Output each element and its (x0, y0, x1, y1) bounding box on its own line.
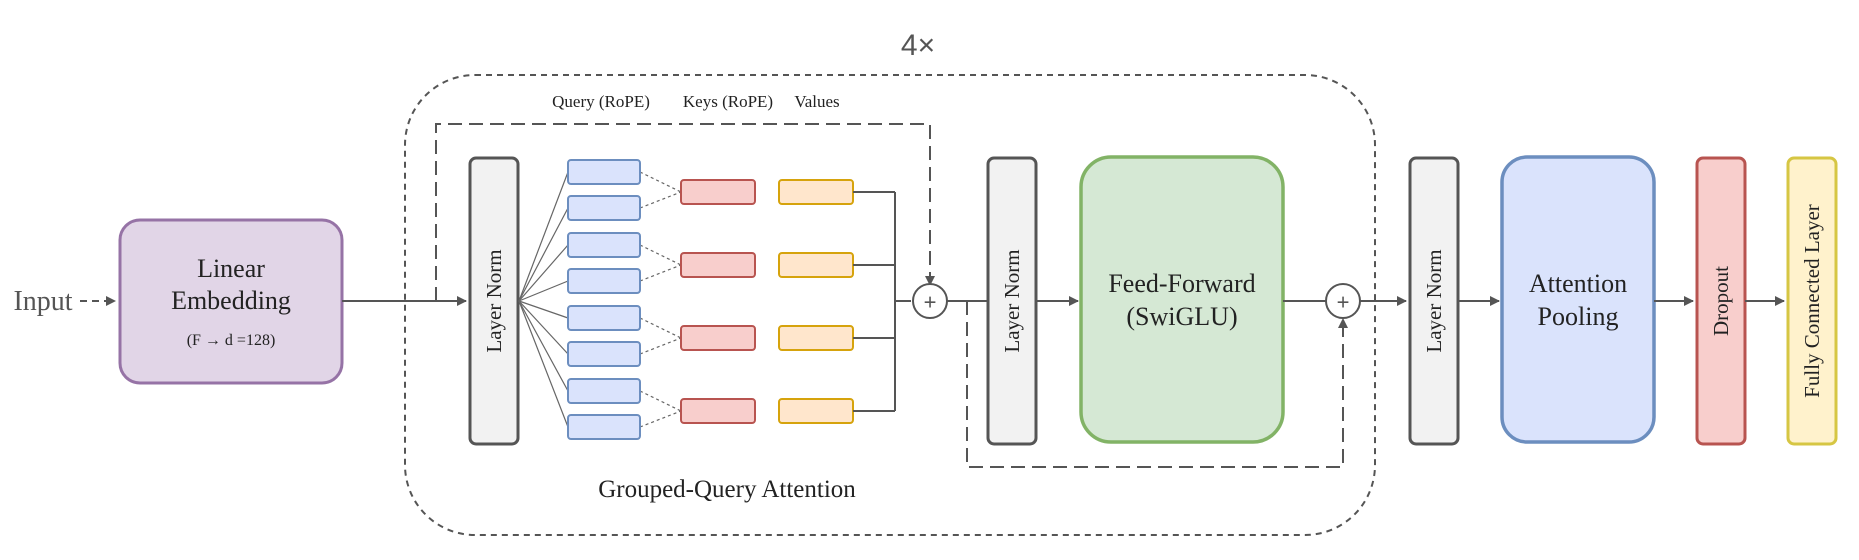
grouped-query-attention-caption: Grouped-Query Attention (598, 476, 856, 503)
attention-layer-norm (468, 156, 520, 446)
query-to-key-dotted-line (639, 337, 682, 355)
query-fanout-line (518, 244, 569, 302)
query-to-key-dotted-line (639, 191, 682, 209)
query-fanout-line (518, 207, 569, 302)
keys-header: Keys (RoPE) (683, 92, 773, 111)
query-fanout-line (518, 300, 569, 319)
query-fanout-line (518, 300, 569, 355)
query-head-box (567, 159, 641, 185)
query-to-key-dotted-line (639, 171, 682, 193)
query-header: Query (RoPE) (552, 92, 650, 111)
key-head-box (680, 325, 756, 351)
query-head-box (567, 268, 641, 294)
feed-forward-title-line1: Feed-Forward (1108, 269, 1255, 298)
query-head-box (567, 232, 641, 258)
query-to-key-dotted-line (639, 264, 682, 282)
query-fanout-line (518, 300, 569, 428)
input-label: Input (13, 286, 72, 317)
key-head-box (680, 252, 756, 278)
linear-embedding-subtitle: (F → d =128) (187, 332, 276, 349)
linear-embedding-title-line1: Linear (197, 254, 265, 283)
value-head-box (778, 398, 854, 424)
query-head-box (567, 378, 641, 404)
value-head-box (778, 179, 854, 205)
feed-forward-block (1079, 155, 1285, 444)
query-fanout-line (518, 280, 569, 302)
query-fanout-line (518, 171, 569, 302)
attention-residual-path (435, 123, 935, 301)
dropout-label: Dropout (1709, 266, 1733, 336)
query-head-box (567, 305, 641, 331)
key-head-box (680, 179, 756, 205)
values-header: Values (794, 92, 839, 111)
head-layer-norm-label: Layer Norm (1422, 249, 1446, 352)
query-to-key-dotted-line (639, 244, 682, 266)
residual-add-2-symbol: + (1337, 290, 1350, 315)
repeat-block-outline (404, 74, 1376, 536)
residual-add-1-symbol: + (924, 290, 937, 315)
ffn-residual-path (966, 301, 1348, 468)
ffn-layer-norm-label: Layer Norm (1000, 249, 1024, 352)
fully-connected-label: Fully Connected Layer (1800, 204, 1824, 398)
value-head-box (778, 325, 854, 351)
query-to-key-dotted-line (639, 410, 682, 428)
query-to-key-dotted-line (639, 317, 682, 339)
query-to-key-dotted-line (639, 390, 682, 412)
key-head-box (680, 398, 756, 424)
query-head-box (567, 414, 641, 440)
attention-layer-norm-label: Layer Norm (482, 249, 506, 352)
fully-connected-block (1786, 156, 1838, 446)
attention-pooling-line2: Pooling (1538, 302, 1619, 331)
query-head-box (567, 195, 641, 221)
query-fanout-line (518, 300, 569, 392)
grouped-query-attention-heads (518, 159, 911, 440)
attention-pooling-block (1500, 155, 1656, 444)
repeat-count-label: 4× (901, 29, 935, 62)
value-head-box (778, 252, 854, 278)
feed-forward-title-line2: (SwiGLU) (1126, 302, 1237, 331)
query-head-box (567, 341, 641, 367)
attention-pooling-line1: Attention (1529, 269, 1627, 298)
linear-embedding-title-line2: Embedding (171, 286, 291, 315)
